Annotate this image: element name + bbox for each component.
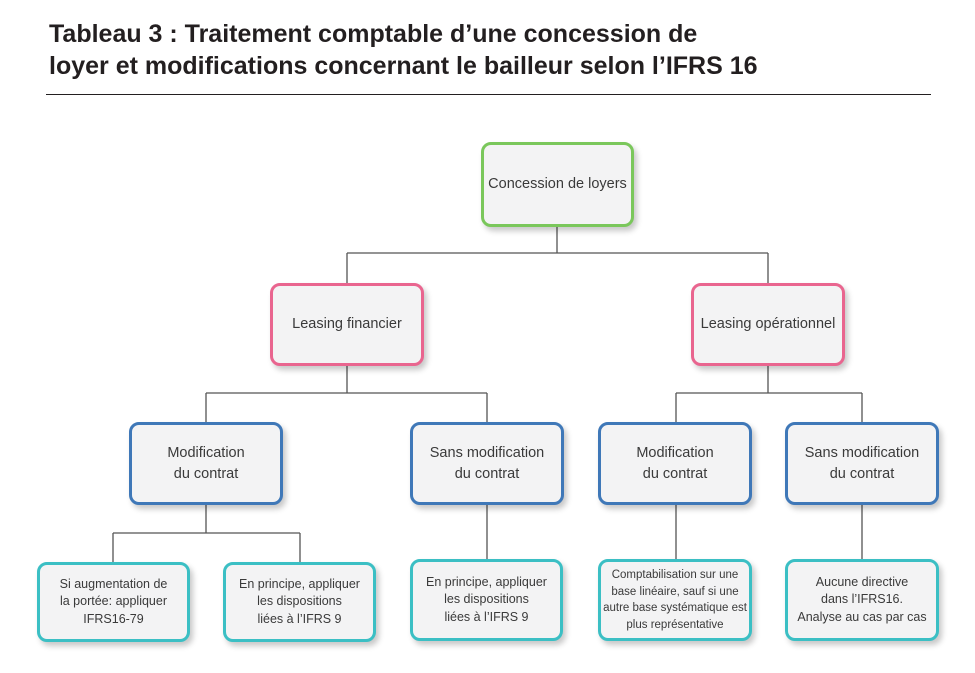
node-financier-modification: Modification du contrat [129,422,283,505]
title-line-1: Tableau 3 : Traitement comptable d’une c… [49,20,698,48]
node-label-line: Sans modification [804,444,920,461]
node-leasing-financier: Leasing financier [270,283,424,366]
leaf-line: liées à l’IFRS 9 [257,611,342,626]
node-leasing-operationnel: Leasing opérationnel [691,283,845,366]
title-line-2: loyer et modifications concernant le bai… [49,52,758,80]
leaf-line: les dispositions [444,592,529,607]
node-label-line: Sans modification [429,444,545,461]
leaf-financier-modif-ifrs9: En principe, appliquer les dispositions … [223,562,376,642]
leaf-line: plus représentative [626,618,724,631]
node-label-line: du contrat [642,465,708,482]
node-concession-de-loyers: Concession de loyers [481,142,634,227]
node-label-line: du contrat [829,465,895,482]
title-divider [46,94,931,95]
leaf-line: IFRS16-79 [83,611,144,626]
leaf-line: autre base systématique est [603,602,747,614]
page-title: Tableau 3 : Traitement comptable d’une c… [49,18,949,82]
node-label-line: Modification [167,444,245,461]
leaf-line: dans l’IFRS16. [821,592,903,607]
leaf-line: Aucune directive [815,574,909,589]
leaf-comptabilisation-lineaire: Comptabilisation sur une base linéaire, … [598,559,752,641]
node-label-line: du contrat [454,465,520,482]
leaf-line: les dispositions [257,594,342,609]
node-financier-sans-modification: Sans modification du contrat [410,422,564,505]
leaf-line: base linéaire, sauf si une [611,585,739,598]
node-operationnel-modification: Modification du contrat [598,422,752,505]
connector-root [346,227,769,283]
leaf-line: En principe, appliquer [239,576,360,591]
node-label: Leasing opérationnel [700,316,836,332]
connector-operationnel [675,366,863,422]
leaf-augmentation-portee: Si augmentation de la portée: appliquer … [37,562,190,642]
leaf-line: liées à l’IFRS 9 [444,609,529,624]
leaf-line: Si augmentation de [59,576,168,591]
leaf-financier-sans-modif-ifrs9: En principe, appliquer les dispositions … [410,559,563,641]
node-label-line: du contrat [173,465,239,482]
connector-fin-modif [112,505,301,562]
node-label-line: Modification [636,444,714,461]
leaf-aucune-directive: Aucune directive dans l’IFRS16. Analyse … [785,559,939,641]
leaf-line: la portée: appliquer [59,594,168,609]
node-operationnel-sans-modification: Sans modification du contrat [785,422,939,505]
node-label: Leasing financier [292,316,402,332]
connector-financier [205,366,488,422]
node-label: Concession de loyers [488,176,627,192]
leaf-line: Analyse au cas par cas [797,609,927,624]
leaf-line: En principe, appliquer [426,574,547,589]
leaf-line: Comptabilisation sur une [611,569,739,581]
